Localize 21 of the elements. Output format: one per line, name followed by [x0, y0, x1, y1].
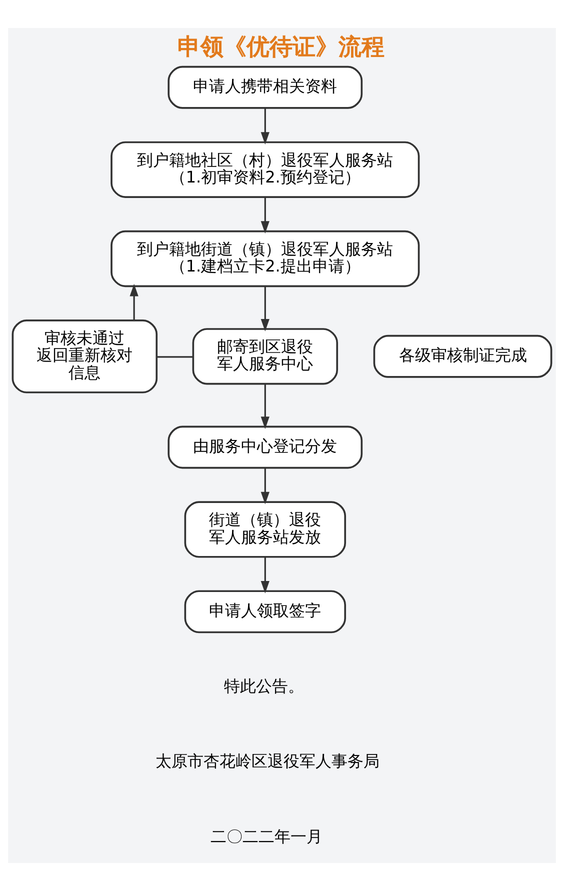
- label: 太原市杏花岭区退役军人事务局: [155, 751, 380, 770]
- arrow: [260, 196, 270, 233]
- arrow: [260, 556, 270, 593]
- label: 特此公告。: [224, 676, 304, 695]
- arrow: [260, 286, 270, 331]
- node-box: 到户籍地街道（镇）退役军人服务站 （1.建档立卡2.提出申请）: [110, 230, 420, 287]
- node-box: 各级审核制证完成: [373, 334, 552, 378]
- node-box: 审核未通过返回重新核对信息: [12, 319, 158, 393]
- node-box: 由服务中心登记分发: [168, 425, 363, 468]
- node-box: 街道（镇）退役军人服务站发放: [184, 500, 346, 558]
- node-box: 申请人领取签字: [184, 590, 346, 633]
- arrow: [260, 108, 270, 144]
- node-box: 邮寄到区退役军人服务中心: [192, 328, 338, 384]
- node-box: 到户籍地社区（村）退役军人服务站 （1.初审资料2.预约登记）: [110, 140, 420, 198]
- node-box: 申请人携带相关资料: [168, 65, 363, 108]
- label: 二〇二二年一月: [210, 826, 322, 846]
- diagram-title: 申领《优待证》流程: [177, 34, 384, 60]
- arrow: [130, 283, 138, 320]
- arrow: [260, 467, 270, 504]
- connector: [157, 356, 194, 358]
- arrow: [260, 384, 270, 428]
